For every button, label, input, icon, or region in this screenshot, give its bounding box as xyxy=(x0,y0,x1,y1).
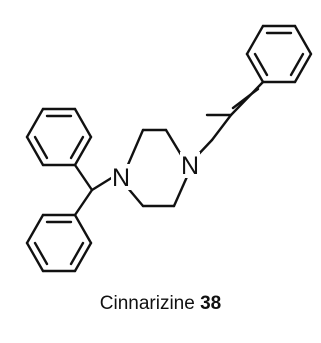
compound-name: Cinnarizine xyxy=(99,293,195,314)
bond xyxy=(25,135,45,167)
bond xyxy=(73,241,93,273)
bond xyxy=(125,185,145,208)
upper-phenyl-ring xyxy=(25,107,93,167)
aromatic-inner-bond xyxy=(33,241,49,266)
bond xyxy=(73,163,94,192)
aromatic-inner-bond xyxy=(289,52,305,77)
bond xyxy=(125,128,145,169)
lower-phenyl-ring xyxy=(25,213,93,273)
cinnamyl-phenyl-ring xyxy=(245,24,313,84)
bond xyxy=(73,213,93,245)
bond xyxy=(293,52,313,84)
aromatic-inner-bond xyxy=(69,135,85,160)
bond xyxy=(25,241,45,273)
benzhydryl-group xyxy=(73,163,115,217)
bond xyxy=(25,107,45,139)
bond xyxy=(73,135,93,167)
atom-label-n-left: N xyxy=(112,164,130,192)
compound-number: 38 xyxy=(200,293,222,314)
bond xyxy=(90,175,115,192)
bond xyxy=(293,24,313,56)
bond xyxy=(73,188,94,217)
bond xyxy=(73,107,93,139)
aromatic-inner-bond xyxy=(69,241,85,266)
bond xyxy=(245,52,265,84)
atom-label-n-right: N xyxy=(181,152,199,180)
atom-n-right: N xyxy=(180,152,200,180)
bond xyxy=(245,24,265,56)
aromatic-inner-bond xyxy=(33,135,49,160)
double-bond-inner xyxy=(231,87,260,110)
aromatic-inner-bond xyxy=(253,52,269,77)
atom-n-left: N xyxy=(111,164,131,192)
bond xyxy=(25,213,45,245)
structure-caption: Cinnarizine 38 xyxy=(0,293,321,315)
propenyl-chain xyxy=(193,80,265,160)
bond xyxy=(210,113,233,142)
